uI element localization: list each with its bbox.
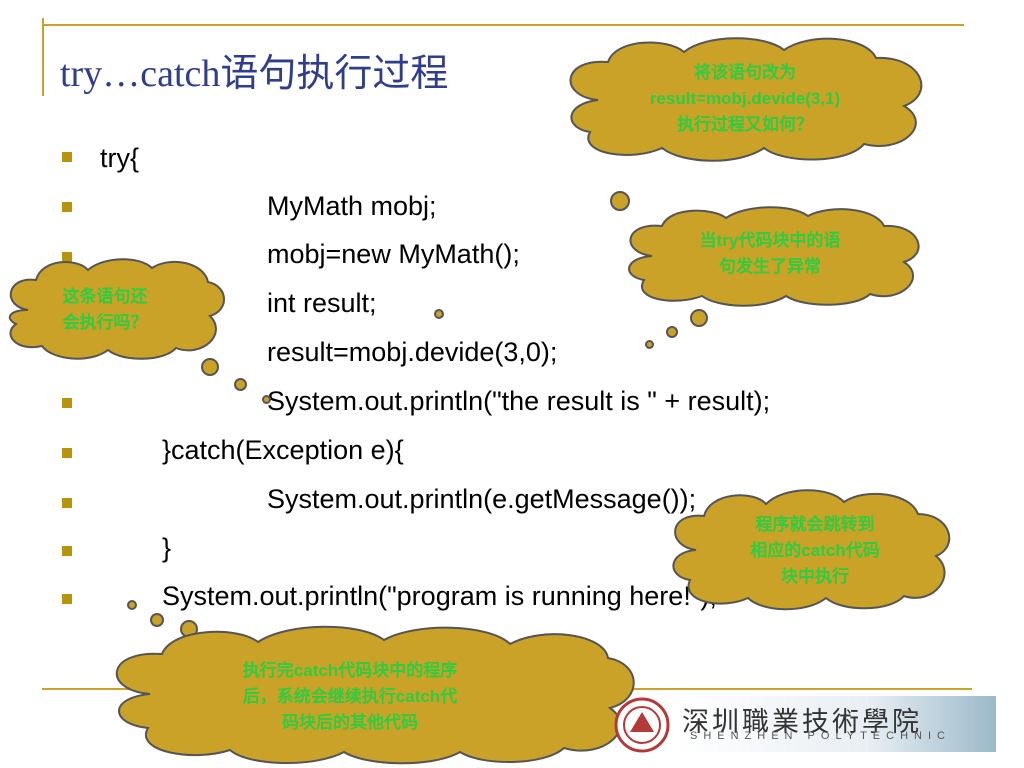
bullet-marker: [62, 448, 72, 458]
callout-line: 相应的catch代码: [750, 541, 880, 560]
callout-line: 会执行吗？: [62, 313, 148, 332]
callout-text-top-right: 将该语句改为 result=mobj.devide(3,1) 执行过程又如何？: [600, 60, 890, 138]
callout-cloud-left: [8, 258, 225, 360]
bullet-marker: [62, 498, 72, 508]
callout-line: 这条语句还: [62, 287, 148, 306]
callout-line: 将该语句改为: [694, 63, 796, 82]
thought-bubble: [201, 358, 219, 376]
code-line: System.out.println("the result is " + re…: [267, 386, 771, 416]
callout-cloud-right-low: [672, 489, 951, 611]
code-line: mobj=new MyMath();: [267, 239, 520, 269]
thought-bubble: [610, 191, 630, 211]
callout-line: 后，系统会继续执行catch代: [242, 687, 458, 706]
bullet-marker: [62, 398, 72, 408]
callout-line: 执行过程又如何？: [677, 115, 813, 134]
callout-text-left: 这条语句还 会执行吗？: [30, 284, 180, 336]
callout-line: result=mobj.devide(3,1): [649, 89, 841, 108]
college-name-english: SHENZHEN POLYTECHNIC: [690, 730, 951, 742]
bullet-marker: [62, 546, 72, 556]
callout-text-right-low: 程序就会跳转到 相应的catch代码 块中执行: [700, 512, 930, 590]
college-seal-icon: [614, 697, 670, 753]
bullet-marker: [62, 252, 72, 262]
code-line: System.out.println("program is running h…: [162, 581, 717, 611]
callout-cloud-top-right: [569, 37, 923, 162]
bullet-marker: [62, 594, 72, 604]
callout-line: 当try代码块中的语: [699, 231, 841, 250]
bullet-marker: [62, 152, 72, 162]
code-line: }catch(Exception e){: [162, 435, 404, 465]
bullet-marker: [62, 202, 72, 212]
thought-bubble: [434, 309, 444, 319]
code-line: System.out.println(e.getMessage());: [267, 484, 697, 514]
callout-text-right-mid: 当try代码块中的语 句发生了异常: [660, 228, 880, 280]
title-accent-horizontal: [42, 24, 964, 26]
code-line: MyMath mobj;: [267, 191, 437, 221]
code-line: try{: [100, 143, 140, 173]
thought-bubble: [690, 309, 708, 327]
code-line: int result;: [267, 288, 377, 318]
thought-bubble: [262, 395, 271, 404]
callout-line: 程序就会跳转到: [755, 515, 875, 534]
callout-line: 块中执行: [781, 567, 849, 586]
callout-line: 执行完catch代码块中的程序: [242, 661, 458, 680]
callout-line: 码块后的其他代码: [282, 713, 418, 732]
slide-title: try…catch语句执行过程: [60, 53, 449, 95]
thought-bubble: [127, 600, 137, 610]
title-accent-vertical: [42, 18, 44, 96]
thought-bubble: [150, 613, 164, 627]
callout-cloud-right-mid: [628, 206, 920, 307]
code-line: result=mobj.devide(3,0);: [267, 337, 558, 367]
thought-bubble: [645, 340, 654, 349]
callout-text-bottom: 执行完catch代码块中的程序 后，系统会继续执行catch代 码块后的其他代码: [150, 658, 550, 736]
thought-bubble: [666, 326, 678, 338]
callout-line: 句发生了异常: [719, 257, 821, 276]
college-name: 深圳職業技術學院: [682, 707, 922, 738]
callout-cloud-bottom: [115, 625, 635, 765]
thought-bubble: [234, 378, 247, 391]
logo-banner: [678, 696, 996, 752]
code-line: }: [162, 533, 172, 563]
